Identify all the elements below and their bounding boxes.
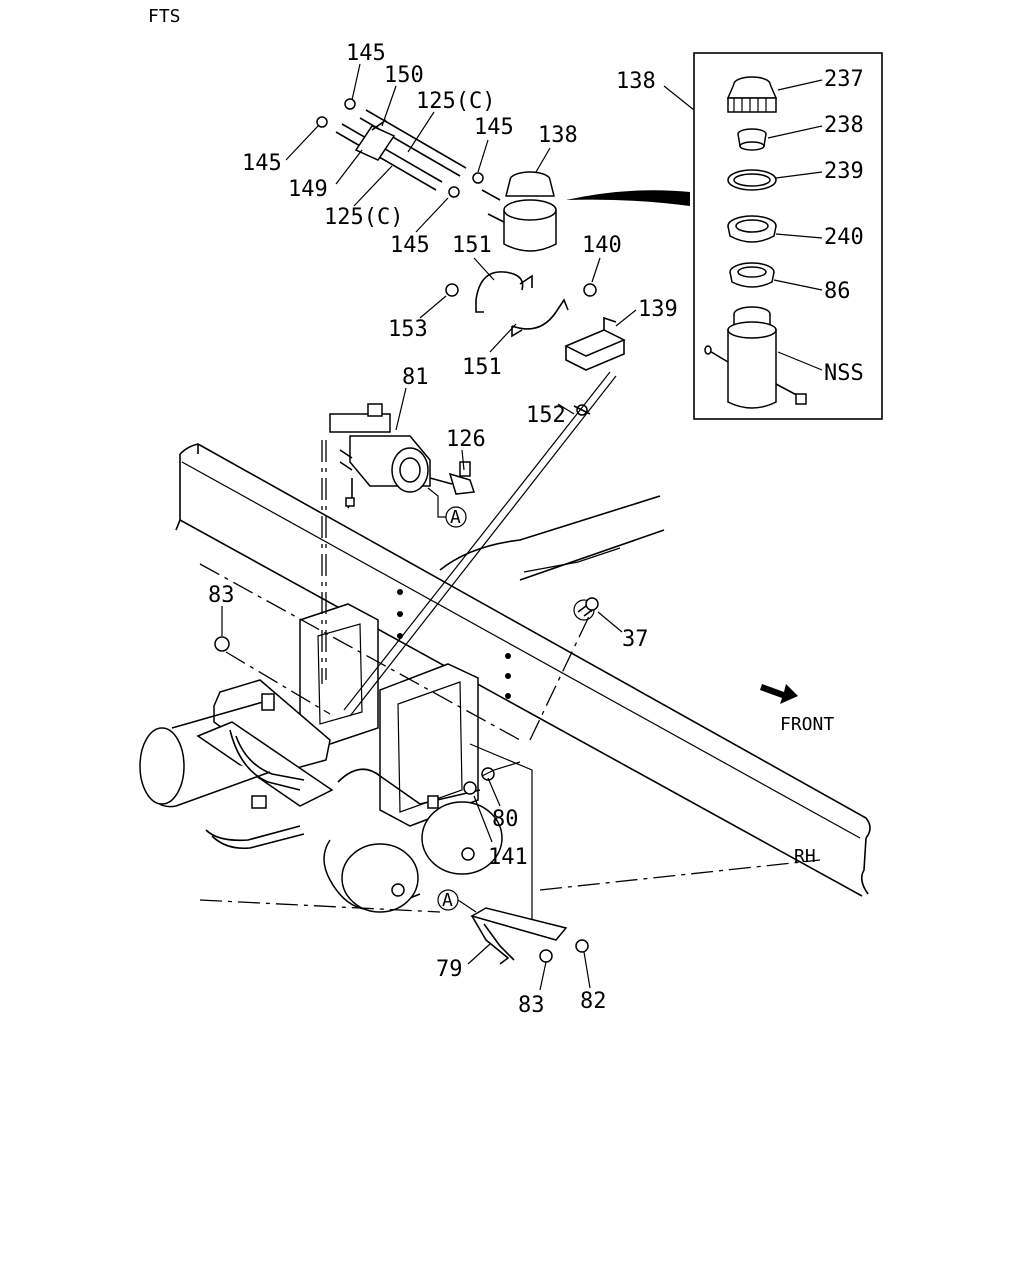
diagram-code: FTS xyxy=(148,6,181,27)
clamp-bands xyxy=(445,271,626,416)
inset-item-238: 238 xyxy=(824,113,864,138)
callout-125c-bottom: 125(C) xyxy=(324,205,403,230)
callout-149: 149 xyxy=(288,177,328,202)
callout-79: 79 xyxy=(436,957,463,982)
cap-part-237 xyxy=(726,76,778,113)
front-label: FRONT xyxy=(780,714,834,735)
inset-frame xyxy=(693,52,883,420)
ring-part-86 xyxy=(729,262,775,288)
callout-83-bottom: 83 xyxy=(518,993,545,1018)
callout-152: 152 xyxy=(526,403,566,428)
callout-82: 82 xyxy=(580,989,607,1014)
callout-150: 150 xyxy=(384,63,424,88)
inset-item-86: 86 xyxy=(824,279,851,304)
reservoir-138 xyxy=(481,171,557,252)
callout-153: 153 xyxy=(388,317,428,342)
relay-valve-81 xyxy=(329,403,476,509)
ref-a-top: A xyxy=(450,507,461,528)
callout-145-top: 145 xyxy=(346,41,386,66)
bolt-37 xyxy=(577,597,599,617)
callout-80: 80 xyxy=(492,807,519,832)
ring-part-240 xyxy=(727,215,777,243)
callout-81: 81 xyxy=(402,365,429,390)
inset-item-239: 239 xyxy=(824,159,864,184)
callout-151-bottom: 151 xyxy=(462,355,502,380)
seal-part-238 xyxy=(737,128,767,151)
frame-rail xyxy=(175,443,871,897)
callout-141: 141 xyxy=(488,845,528,870)
ring-part-239 xyxy=(727,169,777,191)
callout-138: 138 xyxy=(538,123,578,148)
callout-151-top: 151 xyxy=(452,233,492,258)
callout-139: 139 xyxy=(638,297,678,322)
front-arrow-icon xyxy=(760,684,798,704)
callout-145-bottom: 145 xyxy=(390,233,430,258)
bracket-79 xyxy=(470,907,589,965)
inset-item-237: 237 xyxy=(824,67,864,92)
callout-145-left: 145 xyxy=(242,151,282,176)
reservoir-body-nss xyxy=(704,306,807,409)
callout-140: 140 xyxy=(582,233,622,258)
callout-126: 126 xyxy=(446,427,486,452)
tank-bracket-assembly xyxy=(139,603,521,913)
inset-item-240: 240 xyxy=(824,225,864,250)
pipe-assembly xyxy=(316,98,484,198)
pointer-arrow xyxy=(566,190,690,206)
callout-37: 37 xyxy=(622,627,649,652)
side-label-rh: RH xyxy=(794,846,816,867)
nut-83-left xyxy=(214,636,230,652)
callout-145-right: 145 xyxy=(474,115,514,140)
callout-83-left: 83 xyxy=(208,583,235,608)
inset-box: 138 237 238 239 xyxy=(566,52,883,420)
ref-a-bottom: A xyxy=(442,890,453,911)
inset-item-nss: NSS xyxy=(824,361,864,386)
inset-title: 138 xyxy=(616,69,656,94)
callout-125c-top: 125(C) xyxy=(416,89,495,114)
